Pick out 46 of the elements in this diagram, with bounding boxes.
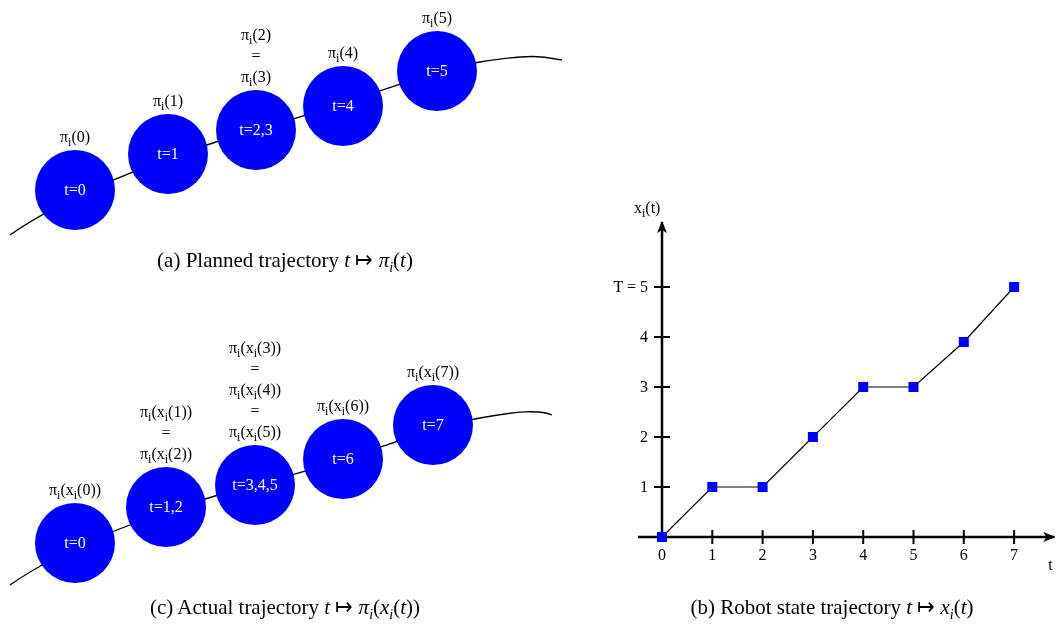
node-label: t=5 [426,62,448,80]
tick-label: 0 [658,546,666,564]
position-label: π$_{i}$(4) [327,43,359,63]
tick-label: 2 [758,546,767,564]
position-label: π$_{i}$(x$_{i}$(7)) [406,362,460,382]
position-label: π$_{i}$(2) [240,25,272,45]
tick-label: 7 [1010,546,1019,564]
node-label: t=3,4,5 [232,476,278,494]
node-label: t=2,3 [239,121,273,139]
tick-label: 6 [959,546,968,564]
position-label: π$_{i}$(0) [59,127,91,147]
tick-label: 2 [640,428,648,446]
position-label: π$_{i}$(x$_{i}$(1)) [139,402,193,422]
position-label: π$_{i}$(x$_{i}$(2)) [139,444,193,464]
panel-caption: (c) Actual trajectory t ↦ π$_{i}$(x$_{i}$(t)) [149,595,421,620]
node-label: t=7 [422,416,444,434]
position-label: π$_{i}$(x$_{i}$(4)) [228,380,282,400]
position-label: = [251,46,261,66]
position-label: π$_{i}$(x$_{i}$(6)) [316,396,370,416]
node-label: t=4 [332,97,354,115]
node-label: t=0 [64,534,86,552]
tick-label: T = 5 [613,278,648,296]
position-label: π$_{i}$(x$_{i}$(3)) [228,338,282,358]
position-label: π$_{i}$(x$_{i}$(0)) [48,480,102,500]
node-label: t=1,2 [149,498,183,516]
tick-label: 3 [640,378,648,396]
tick-label: 4 [859,546,868,564]
position-label: π$_{i}$(3) [240,67,272,87]
tick-label: 1 [708,546,717,564]
panel-caption: (b) Robot state trajectory t ↦ x$_{i}$(t) [690,595,974,620]
tick-label: 5 [909,546,918,564]
position-label: π$_{i}$(1) [152,91,184,111]
position-label: = [250,401,260,421]
position-label: π$_{i}$(x$_{i}$(5)) [228,422,282,442]
panel-caption: (a) Planned trajectory t ↦ π$_{i}$(t) [157,248,413,273]
tick-label: 3 [808,546,817,564]
node-label: t=1 [157,145,179,163]
position-label: = [161,423,171,443]
position-label: = [250,359,260,379]
node-label: t=6 [332,450,354,468]
axis-title: t [1048,556,1053,574]
node-label: t=0 [64,181,86,199]
tick-label: 4 [640,328,648,346]
position-label: π$_{i}$(5) [421,8,453,28]
tick-label: 1 [640,478,648,496]
axis-title: x$_{i}$(t) [634,199,661,217]
